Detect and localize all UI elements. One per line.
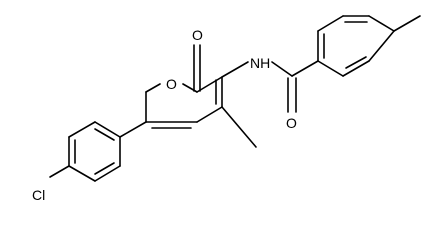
double-bond-inner xyxy=(94,162,115,175)
bond xyxy=(317,60,344,77)
bond xyxy=(94,121,121,138)
bond xyxy=(94,165,121,182)
carbon-nitrogen-bond xyxy=(221,61,249,78)
carbonyl-aryl-bond xyxy=(291,60,319,77)
biaryl-bond xyxy=(119,121,147,138)
methyl-bond xyxy=(221,106,257,148)
toluene-methyl-bond xyxy=(393,15,421,32)
bond xyxy=(145,83,161,93)
bond xyxy=(368,30,395,62)
double-bond-inner xyxy=(345,56,367,69)
nitrogen-carbonyl-bond xyxy=(271,61,293,77)
chlorine-label: Cl xyxy=(32,187,45,203)
chemical-structure-diagram: Cl O O NH O xyxy=(32,15,421,203)
carbonyl-oxygen-label: O xyxy=(192,27,203,43)
bond xyxy=(196,76,223,93)
amide-nitrogen-label: NH xyxy=(250,55,270,71)
bond xyxy=(68,165,96,182)
toluene-ring xyxy=(317,15,395,77)
amide-oxygen-label: O xyxy=(286,115,297,131)
bond xyxy=(182,83,198,93)
bond xyxy=(317,15,344,32)
carbon-chlorine-bond xyxy=(49,165,70,178)
bond xyxy=(68,121,96,138)
bond xyxy=(196,106,223,123)
double-bond-inner xyxy=(94,128,115,141)
pyranone-ring xyxy=(145,76,223,129)
chlorophenyl-ring xyxy=(68,121,121,182)
ring-oxygen-label: O xyxy=(166,76,177,92)
bond xyxy=(342,60,370,77)
bond xyxy=(368,15,395,32)
